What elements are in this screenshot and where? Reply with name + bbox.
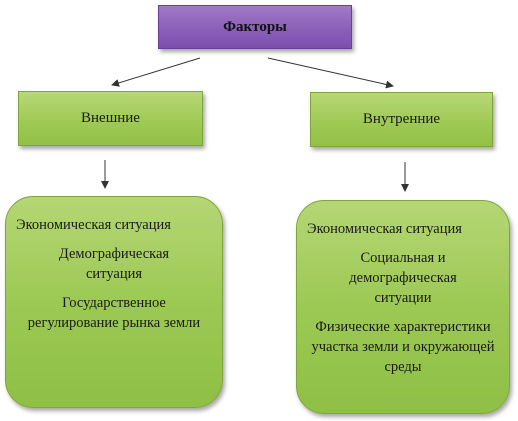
- category-external-label: Внешние: [81, 110, 140, 126]
- category-internal-label: Внутренние: [362, 111, 441, 127]
- root-node-factors: Факторы: [158, 5, 352, 49]
- external-item-demographic: Демографическая ситуация: [58, 246, 170, 282]
- external-factors-list: Экономическая ситуация Демографическая с…: [5, 196, 223, 408]
- internal-factors-list: Экономическая ситуация Социальная и демо…: [296, 200, 510, 414]
- category-external: Внешние: [18, 91, 203, 146]
- root-label: Факторы: [223, 18, 287, 35]
- external-item-economic: Экономическая ситуация: [16, 217, 171, 233]
- internal-item-physical-characteristics: Физические характеристики участка земли …: [311, 319, 495, 375]
- internal-item-social-demographic: Социальная и демографическая ситуации: [349, 250, 457, 306]
- internal-item-economic: Экономическая ситуация: [307, 221, 462, 237]
- arrow-root-to-external: [111, 57, 201, 87]
- category-internal: Внутренние: [310, 92, 493, 147]
- external-item-state-regulation: Государственное регулирование рынка земл…: [27, 295, 201, 331]
- arrow-root-to-internal: [267, 57, 394, 89]
